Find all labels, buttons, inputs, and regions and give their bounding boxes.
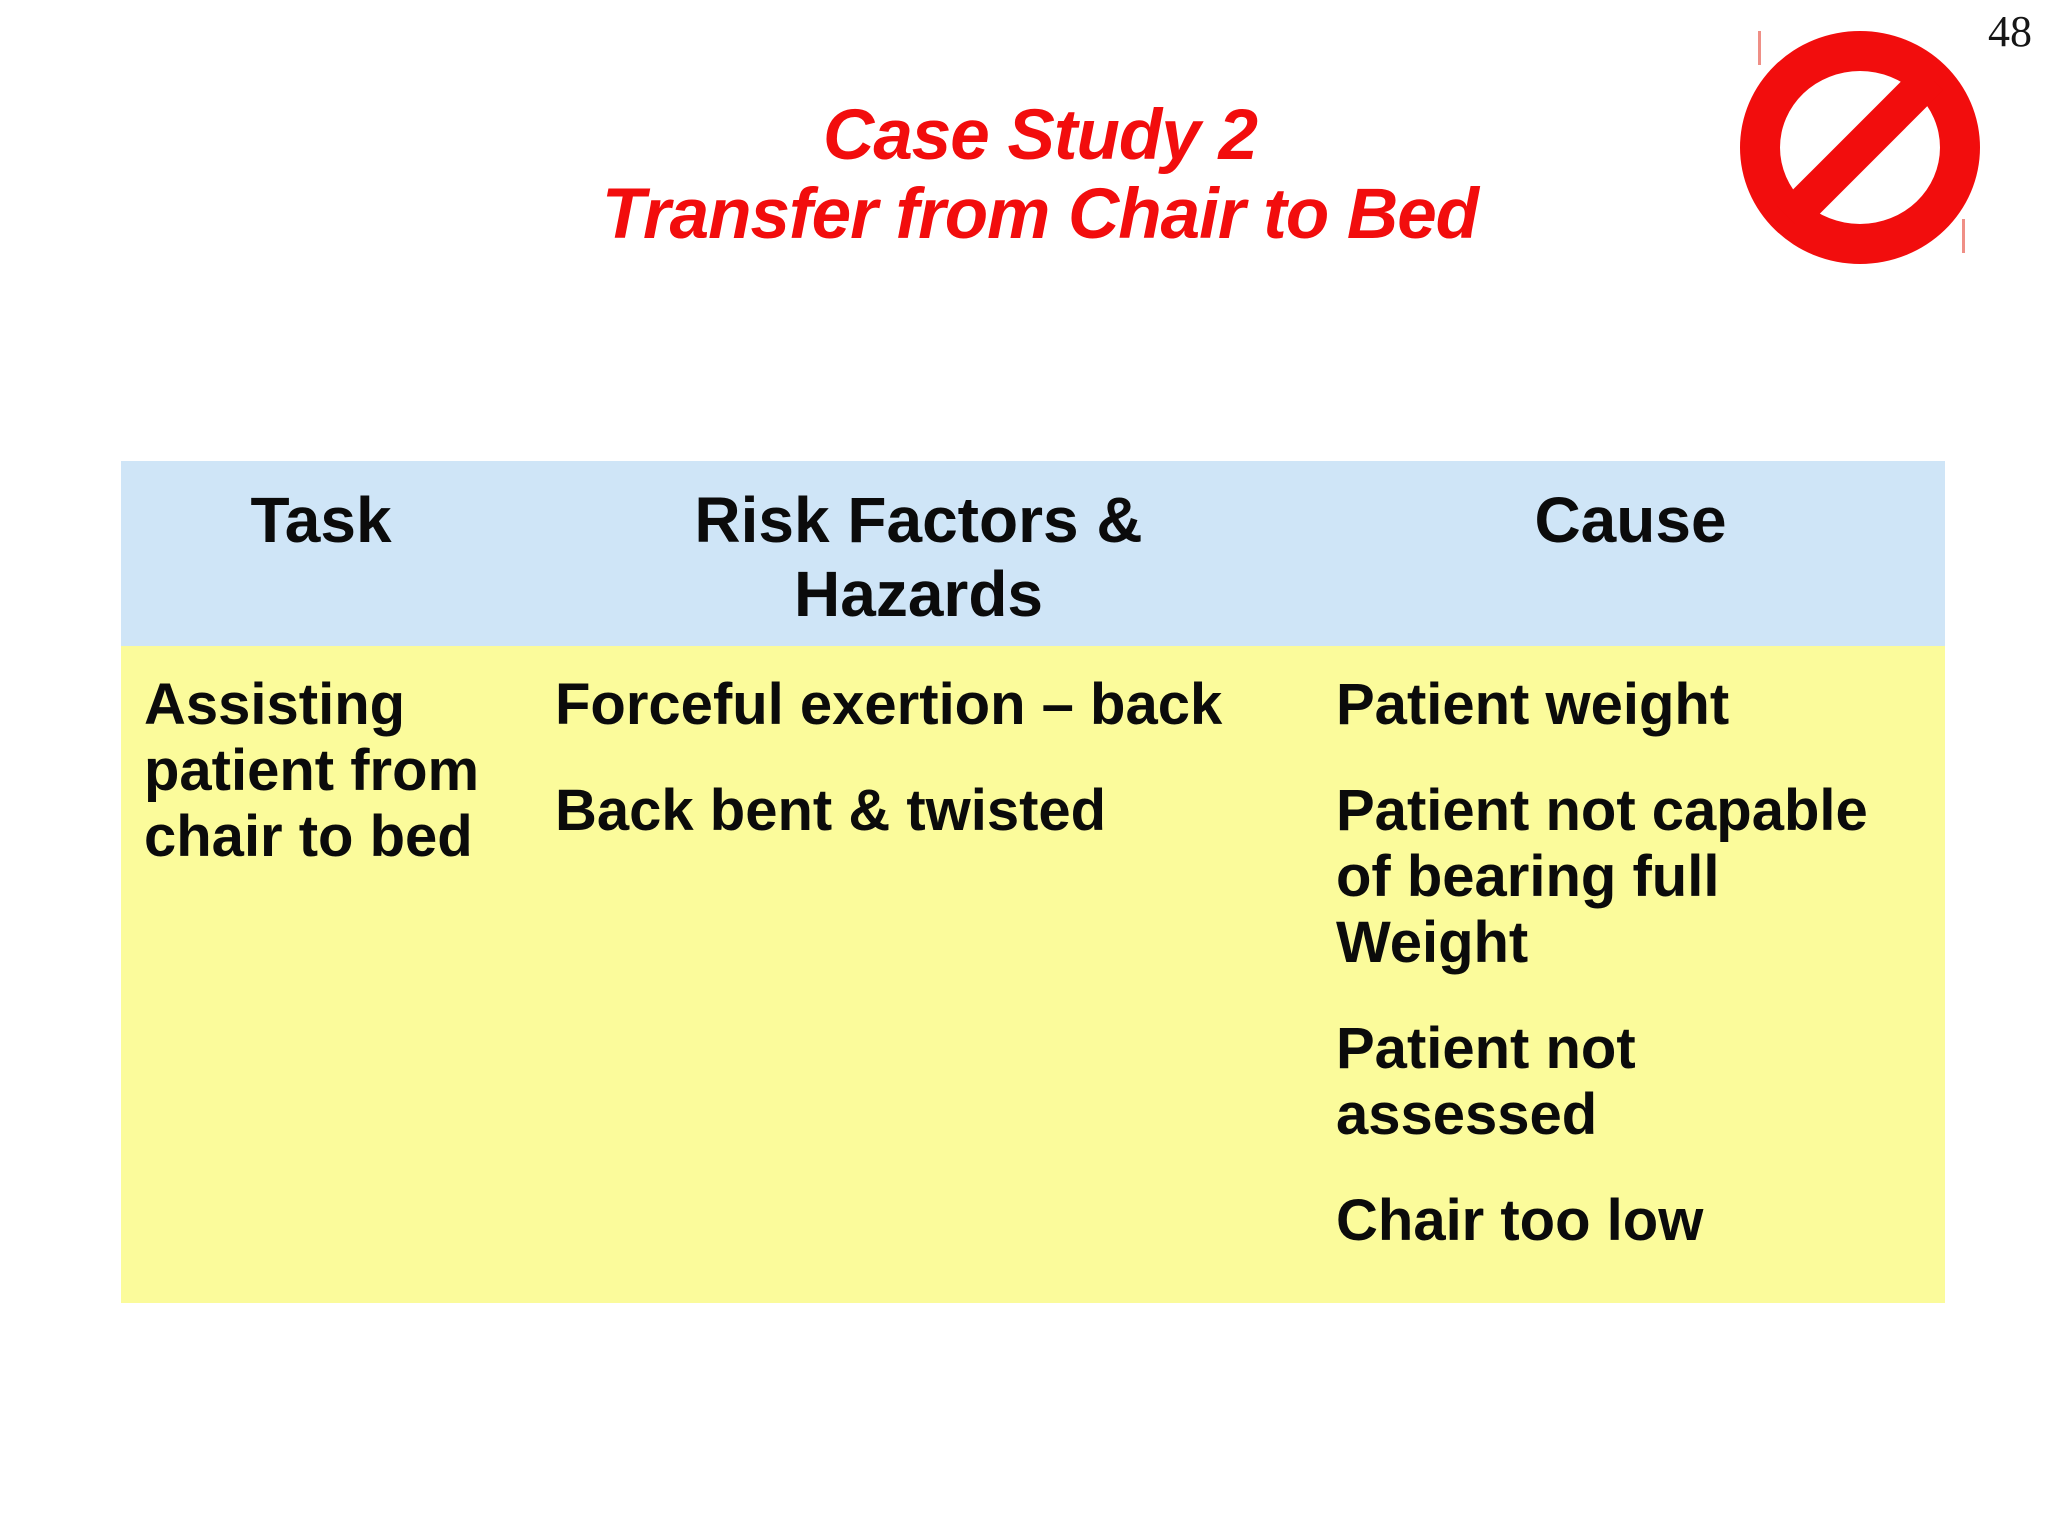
case-study-table: Task Risk Factors & Hazards Cause Assist… bbox=[121, 461, 1945, 1303]
table-header-row: Task Risk Factors & Hazards Cause bbox=[121, 461, 1945, 646]
page-number: 48 bbox=[1988, 7, 2032, 56]
cause-item: Patient not assessed bbox=[1336, 1016, 1636, 1147]
cell-task: Assisting patient from chair to bed bbox=[121, 672, 521, 1303]
slide-title-line-1: Case Study 2 bbox=[823, 96, 1258, 175]
cell-causes: Patient weight Patient not capable of be… bbox=[1316, 672, 1945, 1303]
red-crop-mark-top bbox=[1758, 31, 1761, 65]
column-header-task: Task bbox=[250, 484, 392, 556]
slide-title-line-2: Transfer from Chair to Bed bbox=[601, 175, 1479, 254]
table-body-row: Assisting patient from chair to bed Forc… bbox=[121, 646, 1945, 1303]
column-header-cause: Cause bbox=[1534, 484, 1727, 556]
cause-item: Patient weight bbox=[1336, 672, 1730, 737]
cause-item: Chair too low bbox=[1336, 1188, 1704, 1253]
cause-item: Patient not capable of bearing full Weig… bbox=[1336, 778, 1868, 975]
column-header-risk-factors-hazards: Risk Factors & Hazards bbox=[694, 484, 1143, 630]
risk-factor-item: Back bent & twisted bbox=[555, 778, 1107, 843]
task-text: Assisting patient from chair to bed bbox=[144, 672, 480, 869]
red-crop-mark-bottom bbox=[1962, 219, 1965, 253]
risk-factor-item: Forceful exertion – back bbox=[555, 672, 1223, 737]
cell-risk-factors: Forceful exertion – back Back bent & twi… bbox=[521, 672, 1316, 1303]
